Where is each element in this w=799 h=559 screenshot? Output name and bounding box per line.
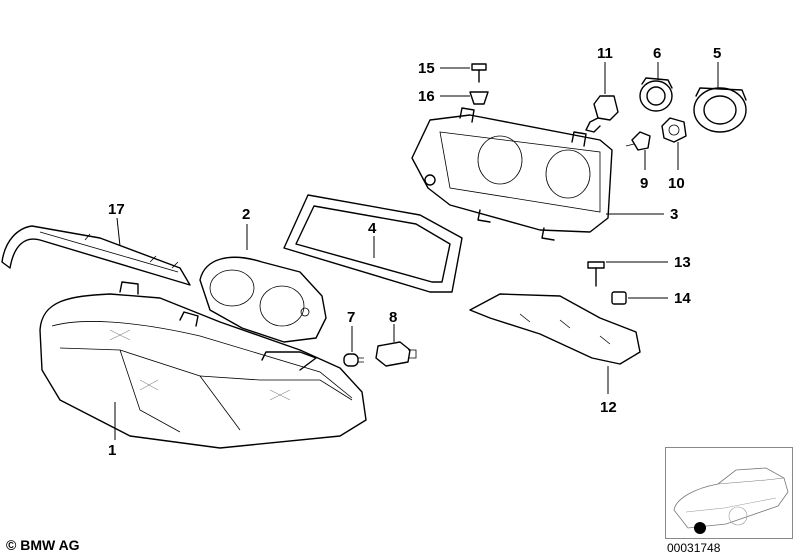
leader-lines — [114, 62, 719, 440]
copyright-text: BMW AG — [20, 537, 80, 553]
callout-4: 4 — [368, 220, 377, 237]
callout-13: 13 — [674, 254, 691, 271]
callout-10: 10 — [668, 175, 685, 192]
cap-small-part[interactable] — [639, 77, 673, 112]
bolt-part[interactable] — [587, 261, 605, 287]
copyright-notice: © BMW AG — [6, 537, 80, 553]
callout-labels: 1 2 3 4 5 6 7 8 9 10 11 12 13 14 15 16 1… — [108, 45, 721, 459]
callout-3: 3 — [670, 206, 678, 223]
callout-8: 8 — [389, 309, 397, 326]
clip-part[interactable] — [469, 91, 489, 105]
bracket-part[interactable] — [469, 293, 641, 365]
headlight-housing-part[interactable] — [411, 107, 613, 241]
callout-7: 7 — [347, 309, 355, 326]
headlight-lens-part[interactable] — [39, 281, 367, 449]
callout-15: 15 — [418, 60, 435, 77]
callout-9: 9 — [640, 175, 648, 192]
car-outline-icon — [673, 467, 789, 534]
bulb-holder-part[interactable] — [661, 117, 687, 143]
diagram-number: 00031748 — [667, 541, 721, 555]
gasket-part[interactable] — [283, 194, 463, 293]
socket-small-part[interactable] — [375, 341, 417, 367]
nut-clip-part[interactable] — [611, 291, 627, 305]
bulb-small-part[interactable] — [343, 353, 364, 367]
bulb-part[interactable] — [625, 131, 651, 151]
screw-part[interactable] — [471, 63, 487, 83]
callout-11: 11 — [597, 45, 613, 62]
callout-14: 14 — [674, 290, 691, 307]
locator-marker-icon — [694, 522, 706, 534]
callout-12: 12 — [600, 399, 617, 416]
callout-1: 1 — [108, 442, 116, 459]
reflector-part[interactable] — [199, 256, 327, 343]
callout-5: 5 — [713, 45, 721, 62]
cap-large-part[interactable] — [693, 87, 747, 133]
callout-17: 17 — [108, 201, 125, 218]
callout-16: 16 — [418, 88, 435, 105]
callout-6: 6 — [653, 45, 661, 62]
bulb-socket-part[interactable] — [585, 95, 619, 133]
trim-strip-part[interactable] — [1, 225, 191, 286]
callout-2: 2 — [242, 206, 250, 223]
vehicle-locator-inset — [665, 447, 793, 539]
